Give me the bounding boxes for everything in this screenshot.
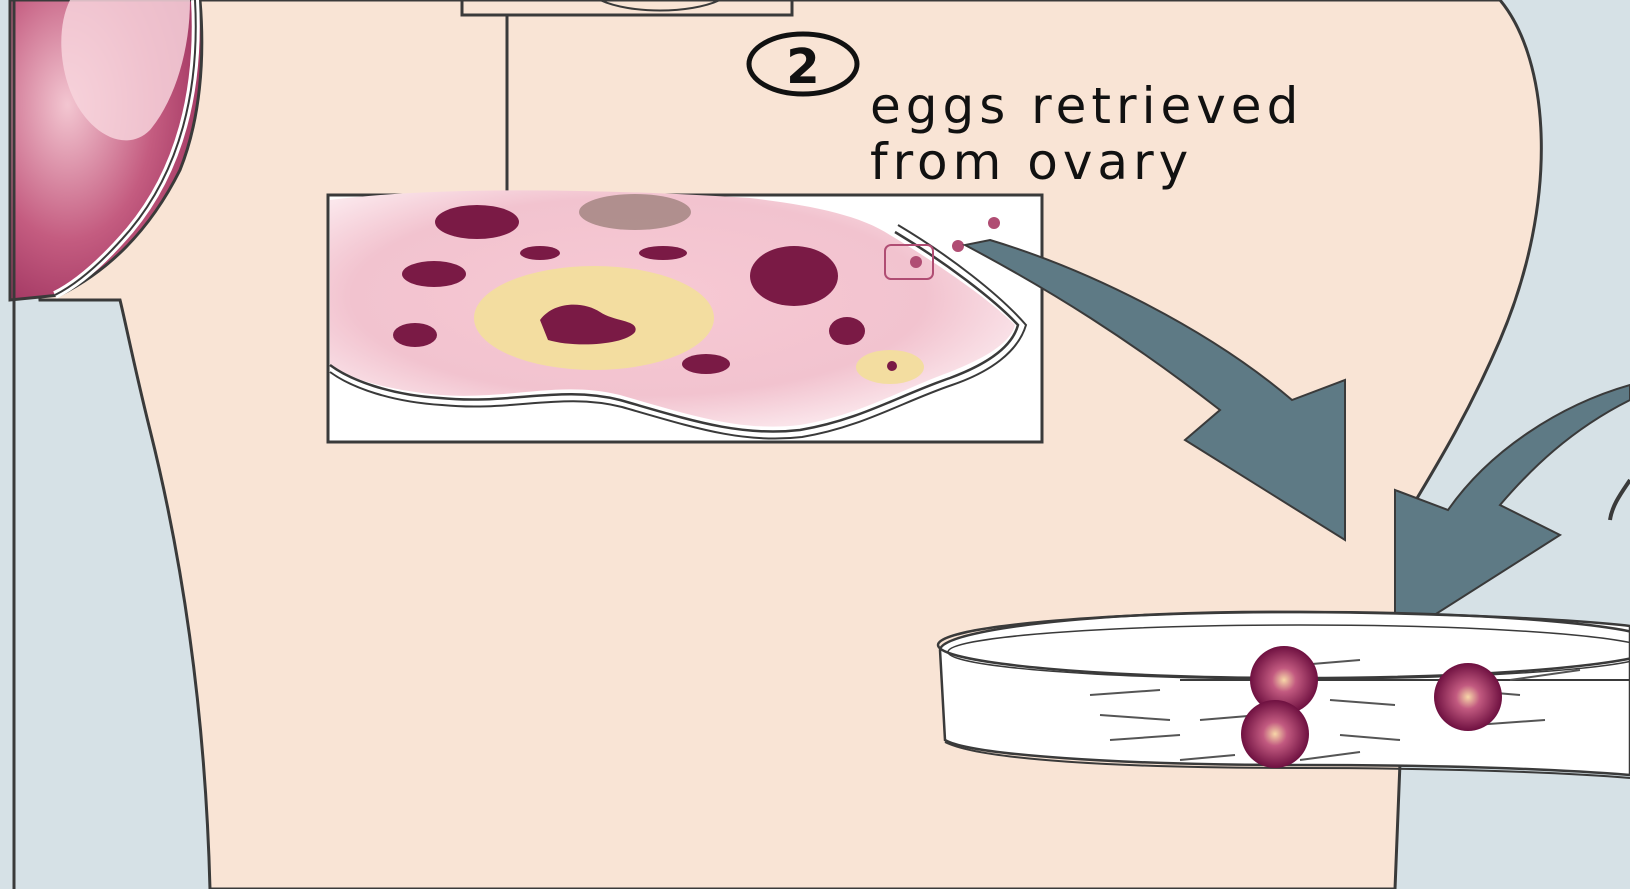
follicle-dark xyxy=(435,205,519,239)
released-egg xyxy=(988,217,1000,229)
step-label: eggs retrieved from ovary xyxy=(870,78,1303,190)
egg-cell xyxy=(1434,663,1502,731)
follicle-large xyxy=(750,246,838,306)
egg-cell xyxy=(1241,700,1309,768)
step-number: 2 xyxy=(748,34,858,100)
follicle-grey xyxy=(579,194,691,230)
